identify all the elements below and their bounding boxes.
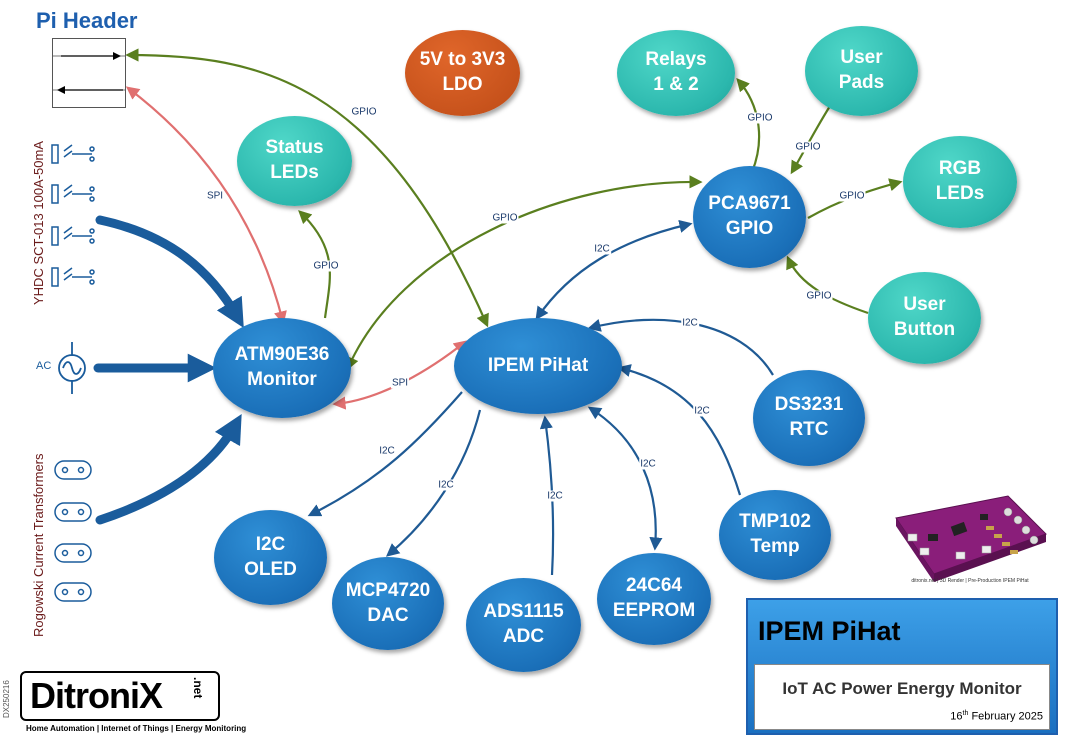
edge-label-i2c: I2C xyxy=(593,243,611,255)
edge-label-gpio: GPIO xyxy=(350,106,378,118)
edge-i2c-ipem-pca xyxy=(535,219,693,321)
project-subtitle: IoT AC Power Energy Monitor xyxy=(782,679,1022,698)
rogowski-label: Rogowski Current Transformers xyxy=(31,453,46,638)
edge-gpio-button-pca xyxy=(786,255,869,315)
ct-clamp-icons xyxy=(51,144,95,287)
node-24c64: 24C64 EEPROM xyxy=(597,553,711,645)
pihat-board-render: ditronix.net | 3D Render | Pre-Productio… xyxy=(890,490,1050,585)
node-tmp102: TMP102 Temp xyxy=(719,490,831,580)
edge-label-spi: SPI xyxy=(390,377,410,389)
edge-label-gpio: GPIO xyxy=(312,260,340,272)
date-suffix: th xyxy=(962,710,969,718)
edge-label-i2c: I2C xyxy=(639,458,657,470)
date-day: 16 xyxy=(950,711,963,723)
rogowski-icons xyxy=(54,460,92,602)
edge-label-gpio: GPIO xyxy=(794,141,822,153)
edge-label-spi: SPI xyxy=(205,190,225,202)
logo-text: DitroniX xyxy=(30,675,163,716)
node-i2c-oled: I2C OLED xyxy=(214,510,327,605)
node-relays: Relays 1 & 2 xyxy=(617,30,735,116)
edge-spi-pi-atm xyxy=(125,86,287,325)
edge-label-i2c: I2C xyxy=(693,405,711,417)
edge-label-gpio: GPIO xyxy=(805,290,833,302)
logo-frame: DitroniX .net xyxy=(20,671,220,721)
node-pca9671: PCA9671 GPIO xyxy=(693,166,806,268)
edge-i2c-ipem-eeprom xyxy=(587,406,663,551)
pi-header-connector xyxy=(52,38,126,108)
project-date: 16th February 2025 xyxy=(950,710,1043,723)
input-arrow-sct xyxy=(95,215,244,328)
node-ipem-pihat: IPEM PiHat xyxy=(454,318,622,414)
ditronix-logo: DitroniX .net Home Automation | Internet… xyxy=(20,671,246,733)
edge-spi-atm-ipem xyxy=(332,340,468,410)
node-ads1115: ADS1115 ADC xyxy=(466,578,581,672)
pcb-board-icon xyxy=(895,495,1047,582)
title-panel: IPEM PiHat IoT AC Power Energy Monitor 1… xyxy=(746,598,1058,735)
project-title: IPEM PiHat xyxy=(758,616,901,646)
edge-label-i2c: I2C xyxy=(437,479,455,491)
node-ds3231: DS3231 RTC xyxy=(753,370,865,466)
edge-gpio-pca-relays xyxy=(736,78,761,173)
ac-source-icon xyxy=(58,342,86,394)
node-atm90e36: ATM90E36 Monitor xyxy=(213,318,351,418)
edge-i2c-ipem-oled xyxy=(307,391,463,517)
node-ldo: 5V to 3V3 LDO xyxy=(405,30,520,116)
edge-label-gpio: GPIO xyxy=(746,112,774,124)
edge-i2c-ipem-dac xyxy=(385,409,482,557)
edge-label-i2c: I2C xyxy=(378,445,396,457)
pi-header-title: Pi Header xyxy=(36,8,138,33)
sct-sensor-label: YHDC SCT-013 100A-50mA xyxy=(31,140,46,305)
edge-label-gpio: GPIO xyxy=(838,190,866,202)
node-rgb-leds: RGB LEDs xyxy=(903,136,1017,228)
title-inner-box: IoT AC Power Energy Monitor 16th Februar… xyxy=(754,664,1050,730)
edge-label-gpio: GPIO xyxy=(491,212,519,224)
edge-label-i2c: I2C xyxy=(546,490,564,502)
input-arrow-rogowski xyxy=(95,413,242,525)
date-month-year: February 2025 xyxy=(968,711,1043,723)
pi-header-pins-icon xyxy=(53,52,125,94)
logo-tagline: Home Automation | Internet of Things | E… xyxy=(26,724,247,733)
ac-label: AC xyxy=(36,360,52,372)
node-status-leds: Status LEDs xyxy=(237,116,352,206)
document-code: DX250216 xyxy=(2,680,11,718)
node-user-button: User Button xyxy=(868,272,981,364)
node-user-pads: User Pads xyxy=(805,26,918,116)
edge-label-i2c: I2C xyxy=(681,317,699,329)
edge-gpio-pads-pca xyxy=(790,105,831,175)
board-caption: ditronix.net | 3D Render | Pre-Productio… xyxy=(911,578,1029,584)
edge-gpio-atm-pca xyxy=(346,175,703,371)
edge-i2c-tmp102-ipem xyxy=(617,364,742,496)
node-mcp4720: MCP4720 DAC xyxy=(332,557,444,650)
logo-suffix: .net xyxy=(191,677,205,699)
